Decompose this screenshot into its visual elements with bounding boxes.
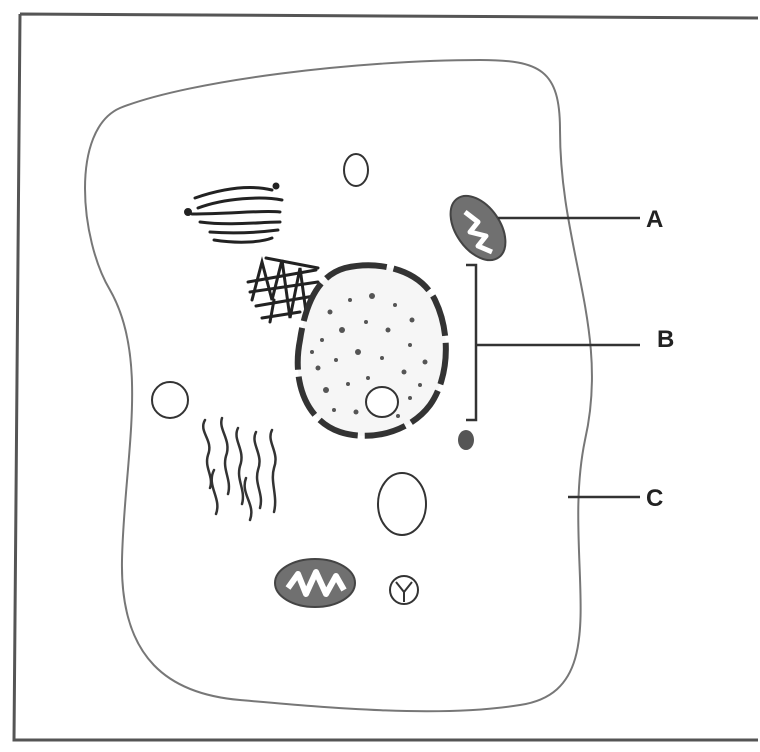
ribosome-dot [458, 430, 474, 450]
smooth-endoplasmic-reticulum [203, 418, 275, 520]
golgi-apparatus [186, 184, 283, 242]
label-b: B [657, 326, 674, 353]
nucleolus [366, 387, 398, 417]
vesicle-lower [378, 473, 426, 535]
small-organelle [390, 576, 418, 604]
nucleus [298, 265, 446, 435]
mitochondrion-upper [439, 186, 516, 270]
vesicle-top [344, 154, 368, 186]
vesicle-left [152, 382, 188, 418]
mitochondrion-lower [275, 559, 355, 607]
label-c: C [646, 485, 663, 512]
label-b-bracket [466, 265, 640, 420]
label-a: A [646, 206, 663, 233]
